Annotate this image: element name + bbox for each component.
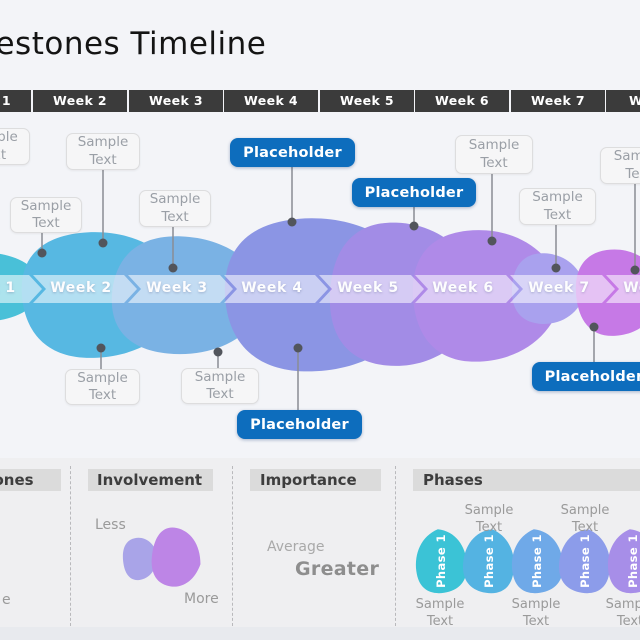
phase-1-label: Phase 1 xyxy=(530,534,544,588)
sample-text-box[interactable]: Sample Text xyxy=(10,197,82,233)
sample-text-label: Sample Text xyxy=(613,148,640,182)
connector-dots xyxy=(37,217,640,357)
sample-text-box[interactable]: Sample Text xyxy=(600,147,640,184)
header-week-4: Week 4 xyxy=(224,90,318,112)
header-week-3: Week 3 xyxy=(129,90,223,112)
placeholder-button[interactable]: Placeholder xyxy=(352,178,476,207)
phase-1-label: Phase 1 xyxy=(578,534,592,588)
sample-text-label: Sample Text xyxy=(77,134,129,168)
sample-text-label: Sample Text xyxy=(77,369,128,403)
band-week-1: Week 1 xyxy=(0,280,16,296)
band-week-7: Week 7 xyxy=(528,280,590,296)
chevron-band xyxy=(0,275,640,303)
involvement-less-label: Less xyxy=(95,517,126,533)
header-week-8: Week 8 xyxy=(606,90,640,112)
importance-greater-label: Greater xyxy=(295,558,380,580)
sample-text-box[interactable]: Sample Text xyxy=(519,188,596,225)
placeholder-button[interactable]: Placeholder xyxy=(230,138,355,167)
legend-divider xyxy=(232,466,233,626)
phase-1-label: Phase 1 xyxy=(434,534,448,588)
slide-bottom-margin xyxy=(0,627,640,640)
phase-sample-text: Sample Text xyxy=(415,597,465,629)
phase-sample-text: Sample Text xyxy=(511,597,561,629)
involvement-large-shape xyxy=(147,522,206,594)
band-week-6: Week 6 xyxy=(432,280,494,296)
band-week-5: Week 5 xyxy=(337,280,399,296)
placeholder-button[interactable]: Placeholder xyxy=(532,362,640,391)
involvement-more-label: More xyxy=(184,591,219,607)
sample-text-label: Sample Text xyxy=(468,137,520,171)
legend-header-importance: Importance xyxy=(250,469,381,491)
band-week-4: Week 4 xyxy=(241,280,303,296)
phase-1-label: Phase 1 xyxy=(626,534,640,588)
legend-header-phases: Phases xyxy=(413,469,640,491)
legend-divider xyxy=(70,466,71,626)
connector-lines xyxy=(41,167,636,410)
phase-sample-text: Sample Text xyxy=(560,503,610,535)
sample-text-box[interactable]: Sample Text xyxy=(0,128,30,165)
placeholder-button[interactable]: Placeholder xyxy=(237,410,362,439)
header-week-5: Week 5 xyxy=(320,90,414,112)
sample-text-box[interactable]: Sample Text xyxy=(139,190,211,227)
sample-text-label: Sample Text xyxy=(0,129,18,163)
header-week-7: Week 7 xyxy=(511,90,605,112)
legend-header-milestones: Milestones xyxy=(0,469,61,491)
legend-divider xyxy=(395,466,396,626)
milestones-label-fragment: e xyxy=(2,592,11,608)
band-week-8: Week 8 xyxy=(623,280,640,296)
sample-text-box[interactable]: Sample Text xyxy=(455,135,533,174)
phase-1-label: Phase 1 xyxy=(482,534,496,588)
phase-sample-text: Sample Text xyxy=(605,597,640,629)
sample-text-label: Sample Text xyxy=(532,189,583,223)
sample-text-label: Sample Text xyxy=(149,191,201,225)
band-week-3: Week 3 xyxy=(146,280,208,296)
sample-text-label: Sample Text xyxy=(194,368,246,402)
phase-sample-text: Sample Text xyxy=(464,503,514,535)
sample-text-box[interactable]: Sample Text xyxy=(181,368,259,404)
sample-text-box[interactable]: Sample Text xyxy=(65,369,140,405)
band-week-2: Week 2 xyxy=(50,280,112,296)
sample-text-label: Sample Text xyxy=(20,197,72,231)
header-week-2: Week 2 xyxy=(33,90,127,112)
header-week-6: Week 6 xyxy=(415,90,509,112)
page-title: Milestones Timeline xyxy=(0,26,267,62)
sample-text-box[interactable]: Sample Text xyxy=(66,133,140,170)
importance-average-label: Average xyxy=(267,539,325,555)
legend-header-involvement: Involvement xyxy=(88,469,213,491)
header-week-1: Week 1 xyxy=(0,90,31,112)
